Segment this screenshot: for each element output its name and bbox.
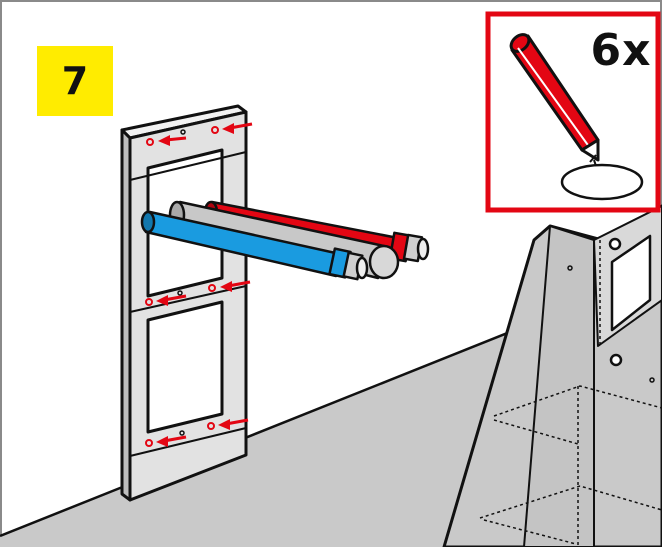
frame-holes	[177, 129, 186, 436]
mounting-frame	[120, 104, 248, 502]
marker-arrow-2	[211, 122, 253, 134]
marker-arrow-4	[208, 280, 251, 292]
cabinet-side-panel	[442, 204, 662, 547]
pipes	[140, 200, 430, 281]
step-badge-background	[37, 46, 113, 116]
marker-arrow-1	[146, 135, 187, 146]
marker-arrow-3	[145, 294, 187, 306]
marker-arrows	[145, 122, 253, 447]
wall-floor-edge	[0, 310, 561, 538]
marking-callout	[485, 11, 661, 213]
marking-pencil-icon	[509, 33, 644, 201]
marking-multiplier: 6x	[590, 24, 652, 76]
marker-arrow-6	[207, 418, 249, 430]
marker-arrow-5	[145, 435, 187, 447]
step-number: 7	[61, 59, 89, 103]
cold-water-pipe	[140, 210, 369, 281]
cabinet-shelf-lines	[479, 240, 662, 546]
